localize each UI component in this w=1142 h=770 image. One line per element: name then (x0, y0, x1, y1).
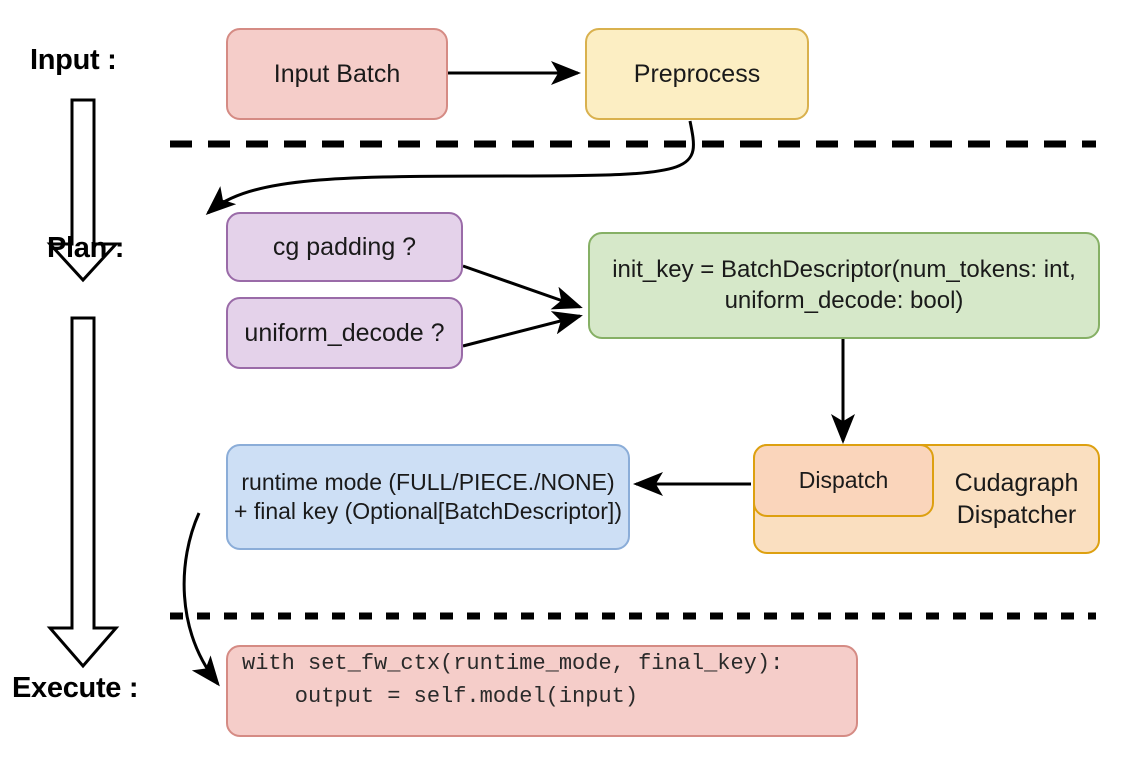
arrow-runtimemode-to-executecode (182, 512, 220, 687)
node-uniform-decode[interactable]: uniform_decode ? (226, 297, 463, 369)
node-runtime-mode-line1: runtime mode (FULL/PIECE./NONE) (241, 468, 615, 495)
node-runtime-mode[interactable]: runtime mode (FULL/PIECE./NONE) + final … (226, 444, 630, 550)
stage-arrow-plan-to-execute (46, 316, 120, 669)
node-init-key-line1: init_key = BatchDescriptor(num_tokens: i… (612, 255, 1076, 283)
stage-label-plan: Plan : (47, 232, 125, 264)
node-preprocess[interactable]: Preprocess (585, 28, 809, 120)
node-runtime-mode-line2: + final key (Optional[BatchDescriptor]) (234, 498, 622, 524)
stage-label-input: Input : (30, 44, 117, 76)
node-cudagraph-dispatcher-line2: Dispatcher (956, 501, 1077, 529)
node-execute-code[interactable]: with set_fw_ctx(runtime_mode, final_key)… (226, 645, 858, 737)
stage-label-execute: Execute : (12, 672, 139, 704)
arrow-cgpadding-to-initkey (462, 264, 583, 310)
node-dispatch[interactable]: Dispatch (753, 444, 934, 517)
node-execute-code-line1: with set_fw_ctx(runtime_mode, final_key)… (242, 651, 784, 676)
node-init-key[interactable]: init_key = BatchDescriptor(num_tokens: i… (588, 232, 1100, 339)
node-cg-padding[interactable]: cg padding ? (226, 212, 463, 282)
arrow-preprocess-to-cgpadding (205, 120, 695, 215)
node-input-batch[interactable]: Input Batch (226, 28, 448, 120)
node-execute-code-line2: output = self.model(input) (242, 684, 639, 709)
arrow-uniformdecode-to-initkey (462, 311, 583, 348)
node-cudagraph-dispatcher-line1: Cudagraph (954, 469, 1079, 497)
node-init-key-line2: uniform_decode: bool) (724, 286, 964, 314)
